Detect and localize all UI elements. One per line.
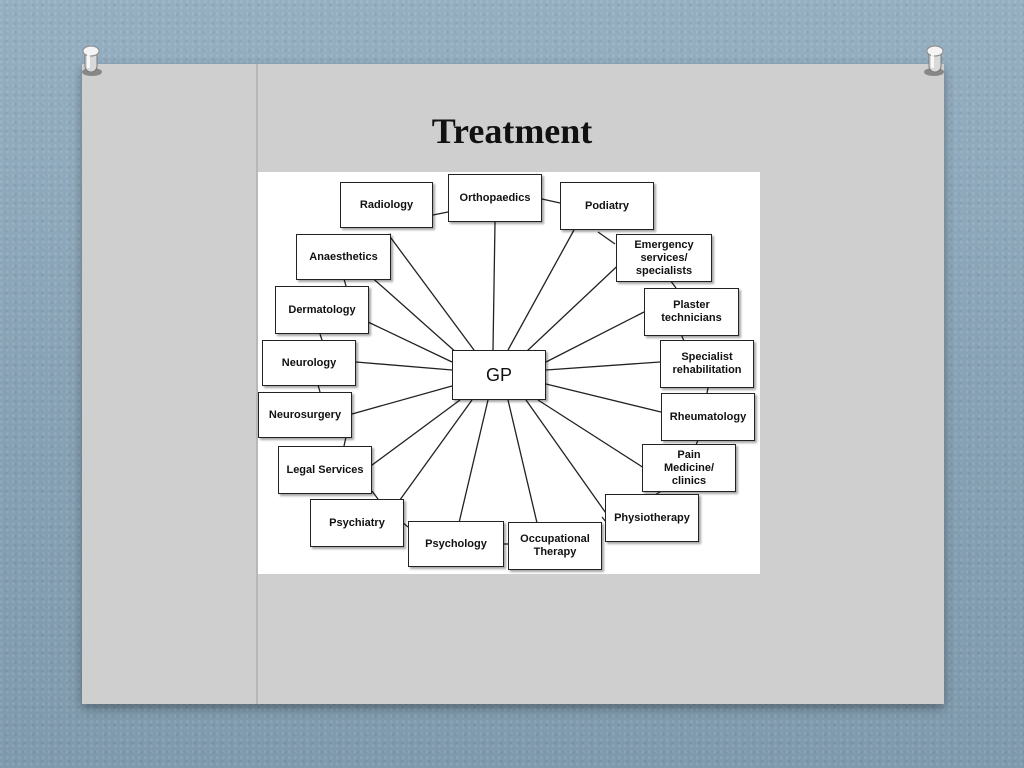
node-psychology: Psychology: [408, 521, 504, 567]
node-neurology: Neurology: [262, 340, 356, 386]
node-podiatry: Podiatry: [560, 182, 654, 230]
node-occupational-therapy: Occupational Therapy: [508, 522, 602, 570]
center-node-gp: GP: [452, 350, 546, 400]
node-dermatology: Dermatology: [275, 286, 369, 334]
gp-referral-diagram: GP Radiology Orthopaedics Podiatry Emerg…: [258, 172, 760, 574]
node-psychiatry: Psychiatry: [310, 499, 404, 547]
pushpin-icon: [76, 42, 106, 82]
slide-title: Treatment: [431, 111, 593, 151]
node-rheumatology: Rheumatology: [661, 393, 755, 441]
node-neurosurgery: Neurosurgery: [258, 392, 352, 438]
node-emergency-services: Emergency services/ specialists: [616, 234, 712, 282]
node-orthopaedics: Orthopaedics: [448, 174, 542, 222]
node-specialist-rehabilitation: Specialist rehabilitation: [660, 340, 754, 388]
node-pain-medicine: Pain Medicine/ clinics: [642, 444, 736, 492]
node-anaesthetics: Anaesthetics: [296, 234, 391, 280]
node-legal-services: Legal Services: [278, 446, 372, 494]
node-radiology: Radiology: [340, 182, 433, 228]
node-physiotherapy: Physiotherapy: [605, 494, 699, 542]
pushpin-icon: [920, 42, 950, 82]
slide-divider: [256, 64, 258, 704]
node-plaster-technicians: Plaster technicians: [644, 288, 739, 336]
